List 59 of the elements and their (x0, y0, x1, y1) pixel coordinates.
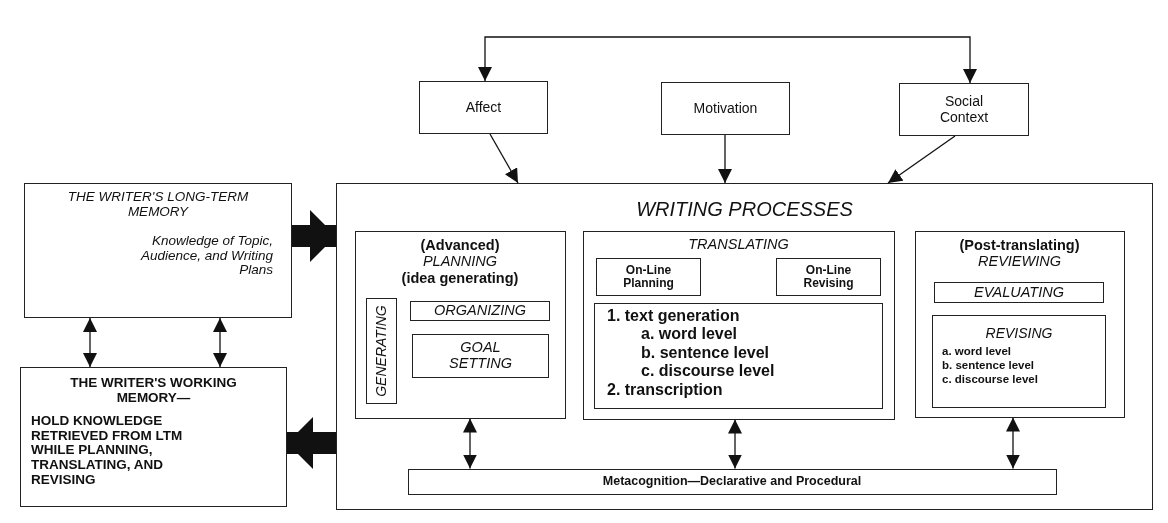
factor-label: Affect (464, 99, 503, 116)
list-item: 2. transcription (607, 380, 724, 399)
subprocess-label: On-Line Revising (802, 263, 855, 291)
block-arrow (292, 210, 336, 262)
process-heading: PLANNING (421, 253, 499, 270)
subprocess-label: ORGANIZING (434, 303, 526, 319)
arrow (489, 133, 519, 184)
process-heading: (Advanced) (419, 236, 501, 254)
factor-box (419, 81, 548, 134)
process-heading: (Post-translating) (958, 236, 1081, 254)
process-heading: TRANSLATING (687, 236, 790, 253)
memory-heading: THE WRITER'S LONG-TERM MEMORY (66, 190, 250, 220)
list-item: a. word level (641, 325, 739, 344)
subprocess-box (776, 258, 881, 296)
factor-box (899, 83, 1029, 136)
process-panel (336, 183, 1153, 510)
memory-heading: THE WRITER'S WORKING MEMORY— (69, 376, 238, 406)
process-box (354, 230, 566, 419)
memory-box (20, 367, 287, 507)
subprocess-box (932, 315, 1106, 408)
list-item: b. sentence level (641, 343, 771, 363)
subprocess-label: On-Line Planning (622, 263, 675, 291)
arrow (463, 417, 477, 470)
list-box (594, 303, 883, 409)
metacognition-bar (407, 468, 1057, 495)
list-item: b. sentence level (942, 359, 1036, 373)
arrow (718, 134, 732, 184)
subprocess-box (366, 298, 397, 404)
subprocess-label: GOAL SETTING (448, 340, 513, 372)
arrow (83, 317, 97, 368)
list-item: c. discourse level (942, 373, 1039, 387)
list-item: c. discourse level (641, 362, 776, 381)
subprocess-box (934, 282, 1104, 303)
block-arrow (287, 417, 336, 469)
memory-box (24, 183, 292, 318)
subprocess-box (410, 301, 550, 321)
arrow (887, 135, 956, 184)
subprocess-box (596, 258, 701, 296)
factor-label: Motivation (692, 100, 759, 117)
arrow (1006, 416, 1020, 470)
arrow (478, 36, 977, 84)
list-item: a. word level (942, 345, 1013, 360)
arrow (213, 317, 227, 368)
panel-title: WRITING PROCESSES (635, 198, 854, 220)
process-heading: REVIEWING (977, 253, 1062, 270)
memory-description: HOLD KNOWLEDGE RETRIEVED FROM LTM WHILE PLANNING, TRANSLATING, AND REVISING (31, 413, 184, 488)
process-heading: (idea generating) (400, 269, 520, 287)
factor-box (661, 82, 790, 135)
factor-label: Social Context (938, 94, 990, 125)
subprocess-box (412, 334, 549, 378)
subprocess-label: REVISING (984, 326, 1054, 342)
subprocess-label: EVALUATING (974, 284, 1064, 301)
list-item: 1. text generation (607, 307, 741, 326)
process-box (914, 230, 1125, 418)
subprocess-label: GENERATING (373, 305, 390, 397)
process-box (582, 230, 895, 420)
arrow (728, 418, 742, 470)
metacognition-label: Metacognition—Declarative and Procedural (602, 474, 862, 489)
memory-description: Knowledge of Topic, Audience, and Writing Plans (139, 233, 273, 279)
